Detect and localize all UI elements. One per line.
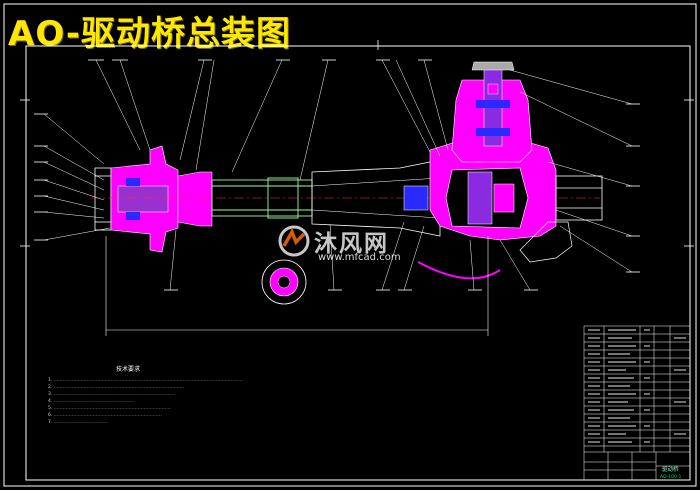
guard-arc: [417, 261, 501, 280]
leader-lines: [43, 59, 633, 291]
axle-housing-inner-2: [311, 209, 441, 219]
requirement-item: 1. ……………………………………………………………………………………………………: [48, 378, 243, 383]
title-block-drawing-name: 驱动桥: [662, 467, 679, 473]
axle-tube-left: [177, 171, 213, 227]
requirement-item: 6. ………………………………………………………………: [48, 413, 162, 418]
outer-frame: [3, 3, 697, 487]
axle-housing: [311, 159, 441, 237]
overall-dimension: [105, 236, 489, 336]
watermark: 沐风网: [276, 224, 389, 258]
inner-frame: [25, 45, 691, 481]
watermark-url: www.mfcad.com: [318, 252, 401, 263]
pinion-bearing-bottom: [476, 128, 510, 136]
technical-requirements-heading: 技术要求: [116, 366, 141, 373]
technical-requirements-list: 1. ……………………………………………………………………………………………………: [48, 377, 243, 426]
input-flange: [471, 61, 515, 71]
requirement-item: 5. ……………………………………………………………………: [48, 406, 171, 411]
mfcad-logo-icon: [278, 225, 310, 257]
differential-gear: [467, 171, 493, 225]
hub-bore: [117, 185, 169, 213]
axle-housing-inner: [311, 177, 441, 187]
watermark-brand: 沐风网: [314, 231, 389, 257]
carrier-bearing: [403, 185, 429, 211]
requirement-item: 3. ………………………………………………………………………: [48, 392, 176, 397]
parts-list-table: [583, 325, 691, 481]
parts-list-entries: [588, 329, 686, 443]
left-wheel-hub: [94, 167, 112, 231]
side-gear: [493, 183, 515, 213]
leader-ticks: [34, 59, 640, 291]
pinion-cover: [487, 83, 499, 95]
requirement-item: 4. ………………………………………………: [48, 399, 135, 404]
requirement-item: 2. ……………………………………………………………………………: [48, 385, 185, 390]
title-block-drawing-number: AO-100-1: [660, 475, 682, 480]
requirement-item: 7. ………………………………: [48, 420, 108, 425]
right-housing-flange: [519, 221, 573, 263]
gear-section-view: [261, 259, 307, 305]
right-shaft-stub: [555, 175, 603, 221]
pinion-bearing-top: [476, 100, 510, 108]
drawing-title: AO-驱动桥总装图: [8, 14, 291, 54]
hub-bearing-bottom: [126, 212, 140, 220]
hub-bearing-top: [126, 178, 140, 186]
